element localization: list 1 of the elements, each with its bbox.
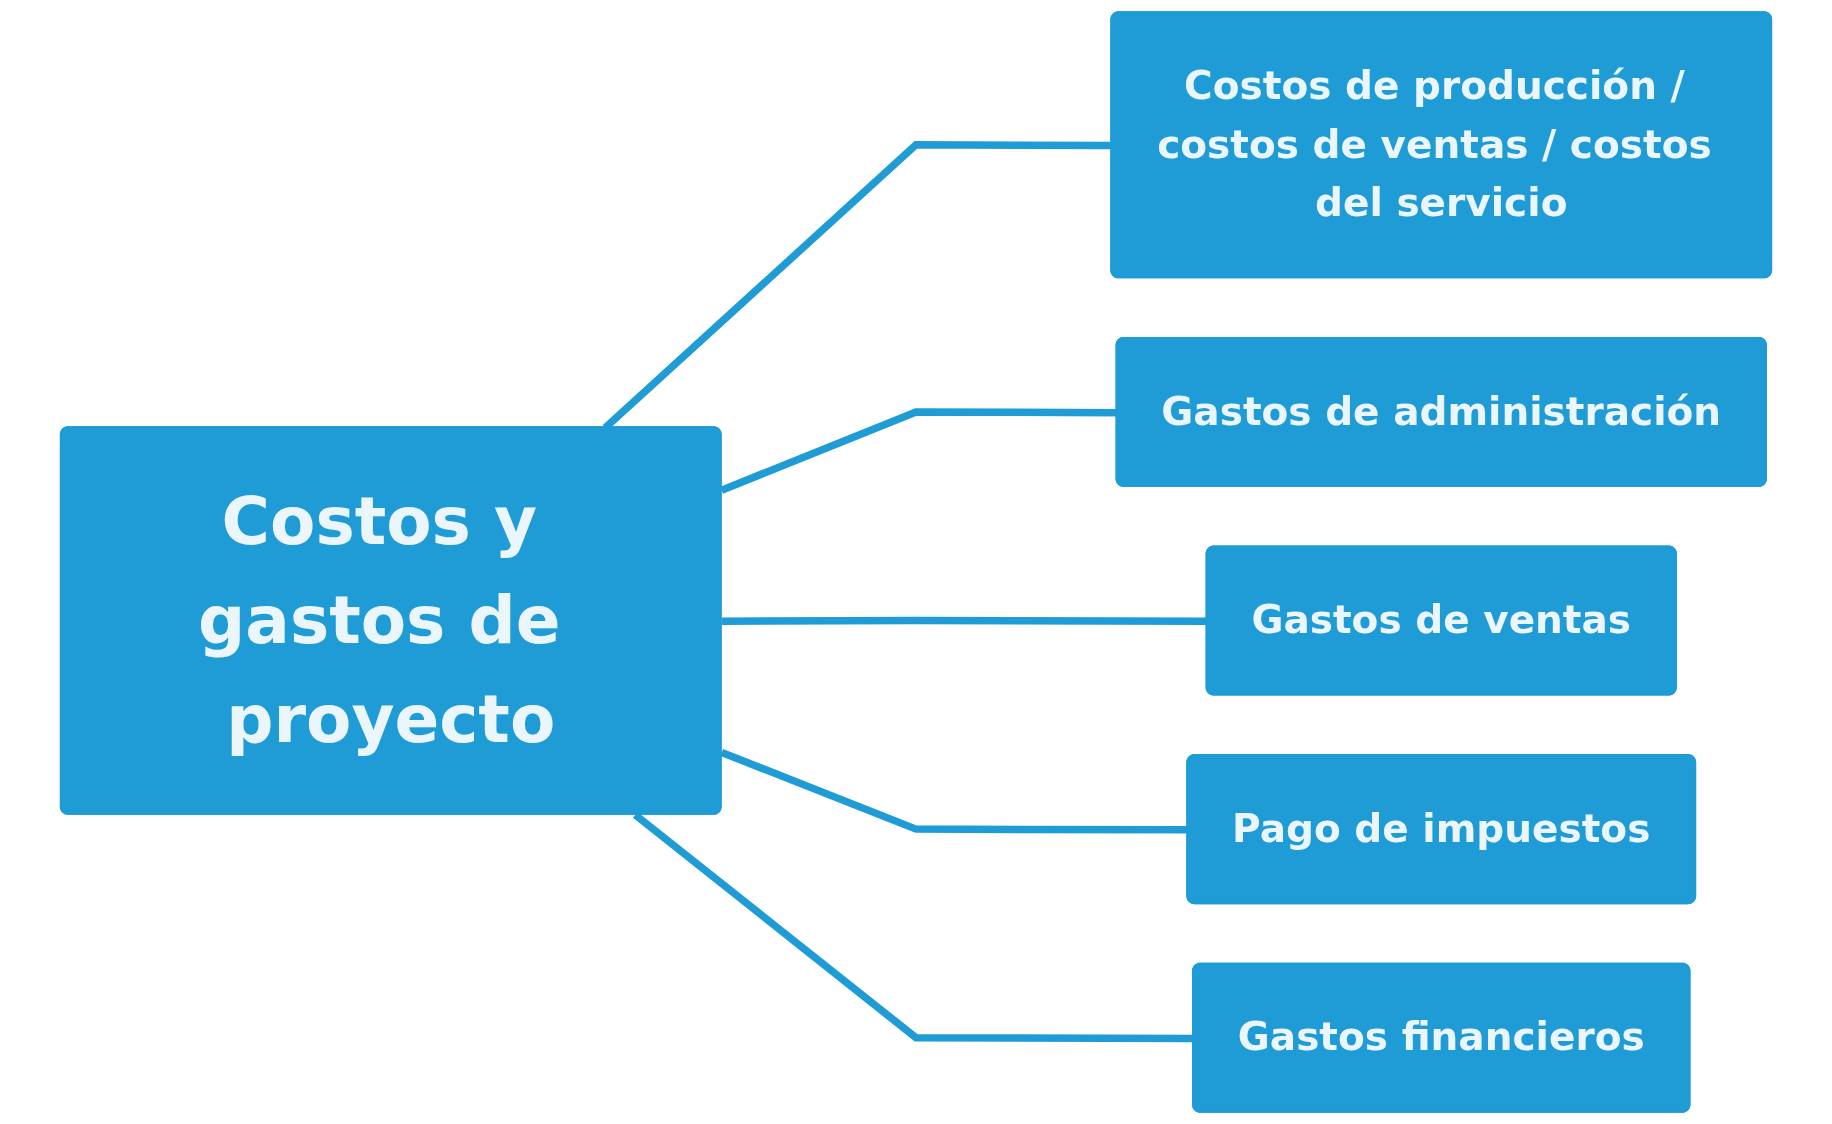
- connector: [720, 748, 1188, 834]
